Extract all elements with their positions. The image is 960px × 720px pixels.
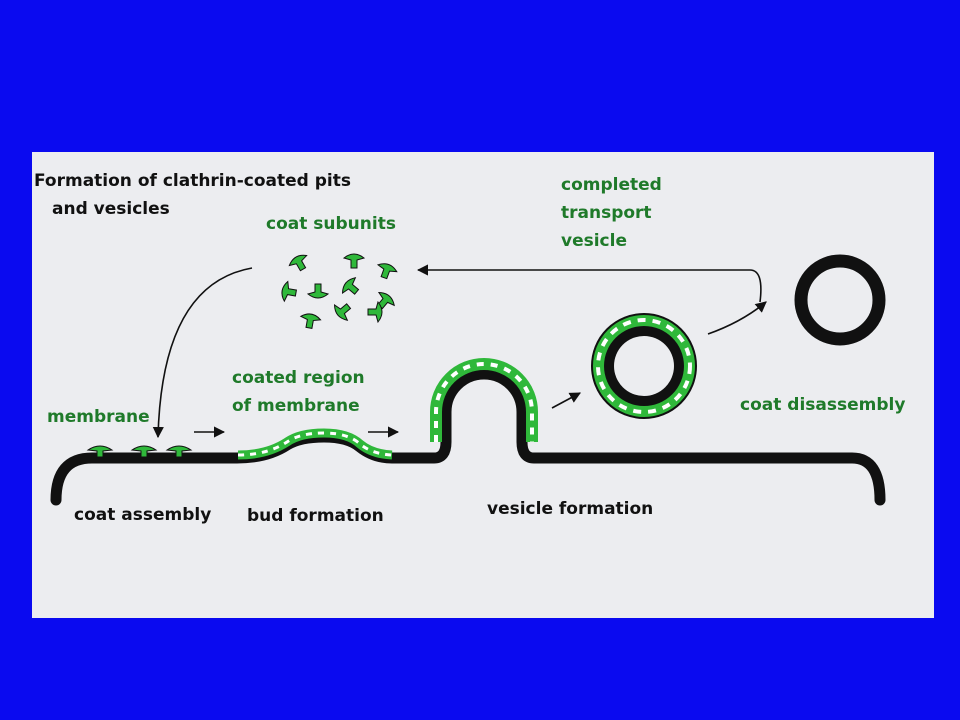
label-coat-assembly: coat assembly: [74, 505, 212, 525]
arrow-to-uncoated-vesicle: [707, 301, 767, 335]
diagram-title-line-2: and vesicles: [52, 199, 170, 219]
diagram-title-line-1: Formation of clathrin-coated pits: [34, 171, 352, 191]
diagram-panel: Formation of clathrin-coated pits and ve…: [32, 152, 934, 618]
uncoated-vesicle: [794, 254, 886, 346]
label-coated-region-2: of membrane: [232, 396, 360, 416]
arrow-subunits-to-membrane: [152, 267, 253, 439]
coat-assembly-subunits: [86, 445, 193, 458]
coated-vesicle: [591, 313, 697, 419]
label-vesicle-formation: vesicle formation: [487, 499, 654, 519]
process-arrows: [152, 264, 767, 439]
label-coated-region-1: coated region: [232, 368, 365, 388]
label-completed-vesicle-2: transport: [561, 203, 652, 223]
clathrin-diagram: [50, 253, 886, 506]
free-coat-subunits: [281, 253, 398, 330]
coated-bud: [237, 428, 393, 460]
arrow-recycle-subunits: [416, 264, 762, 303]
label-bud-formation: bud formation: [247, 506, 384, 526]
label-coat-subunits: coat subunits: [266, 214, 396, 234]
label-completed-vesicle-1: completed: [561, 175, 662, 195]
arrow-to-completed-vesicle: [551, 392, 581, 409]
label-membrane: membrane: [47, 407, 150, 427]
label-completed-vesicle-3: vesicle: [561, 231, 627, 251]
plasma-membrane: [50, 368, 886, 506]
label-coat-disassembly: coat disassembly: [740, 395, 906, 415]
